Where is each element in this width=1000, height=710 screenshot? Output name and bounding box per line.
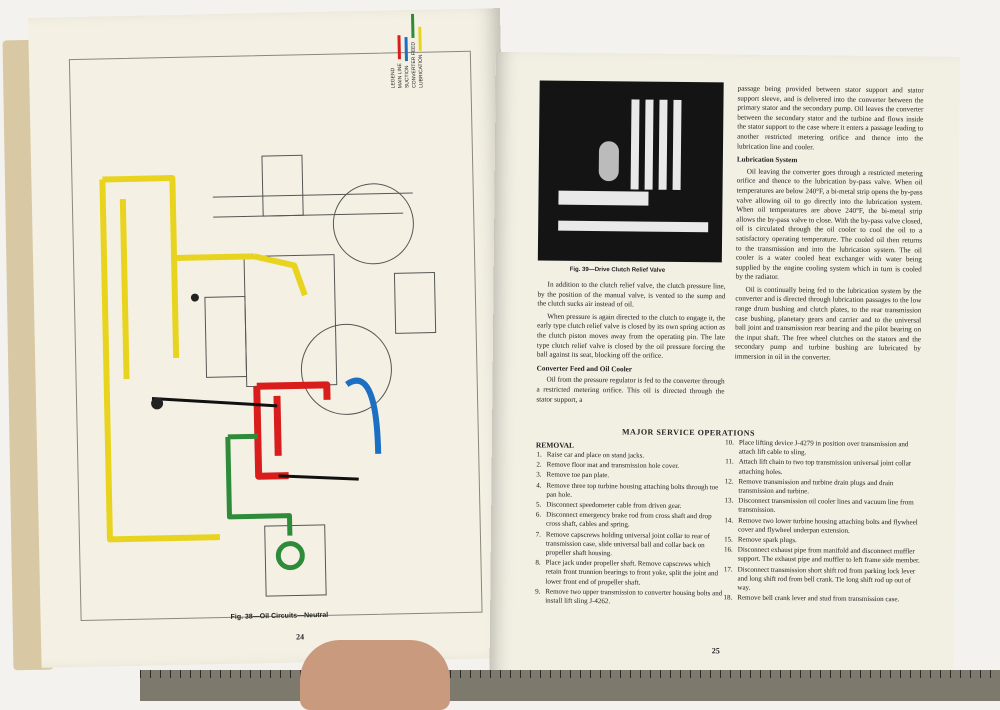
right-page: Fig. 39—Drive Clutch Relief Valve In add… [489, 52, 960, 689]
page-number: 25 [711, 646, 720, 656]
removal-heading: REMOVAL [535, 440, 575, 450]
oil-circuit-diagram [68, 50, 483, 622]
paragraph: In addition to the clutch relief valve, … [537, 280, 726, 309]
legend-label: SUCTION [403, 65, 411, 89]
page-number: 24 [295, 632, 305, 642]
ruler-ticks [140, 670, 1000, 678]
paragraph: Oil from the pressure regulator is fed t… [536, 375, 725, 404]
hand [300, 640, 450, 710]
photo-caption: Fig. 39—Drive Clutch Relief Valve [569, 266, 666, 274]
list-item: 8.Place jack under propeller shaft. Remo… [535, 558, 719, 587]
legend-label: LUBRICATION [417, 54, 425, 88]
list-item: 12.Remove transmission and turbine drain… [724, 477, 894, 496]
list-item: 14.Remove two lower turbine housing atta… [724, 516, 918, 535]
list-item: 4.Remove three top turbine housing attac… [536, 481, 719, 499]
photo-plate [630, 99, 640, 190]
list-item: 13.Disconnect transmission oil cooler li… [724, 496, 914, 515]
list-item: 18.Remove bell crank lever and stud from… [723, 593, 900, 604]
legend-label: CONVERTER FEED [410, 41, 418, 88]
list-item: 16.Disconnect exhaust pipe from manifold… [724, 545, 920, 565]
converter-heading: Converter Feed and Oil Cooler [536, 364, 633, 374]
oil-circuit-drawing [99, 154, 437, 597]
list-item: 11.Attach lift chain to two top transmis… [725, 457, 912, 476]
clutch-relief-valve-photo [537, 80, 724, 263]
photo-plate [644, 99, 654, 190]
photo-plate [672, 99, 682, 190]
paragraph: Oil leaving the converter goes through a… [735, 167, 923, 282]
list-item: 7.Remove capscrews holding universal joi… [535, 530, 711, 558]
paragraph: Oil is continually being fed to the lubr… [734, 285, 922, 362]
legend-swatch-yellow [418, 26, 422, 51]
text-column-right: passage being provided between stator su… [735, 85, 924, 368]
paragraph: When pressure is again directed to the c… [536, 312, 726, 360]
legend-swatch-green [410, 13, 415, 38]
left-page: LEGEND MAIN LINE SUCTION CONVERTER FEED … [28, 8, 514, 668]
paragraph: passage being provided between stator su… [736, 84, 924, 151]
list-item: 9.Remove two upper transmission to conve… [535, 587, 723, 606]
legend-item-lubrication: LUBRICATION [416, 14, 425, 88]
legend-swatch-blue [404, 37, 408, 62]
lubrication-heading: Lubrication System [736, 155, 798, 165]
list-item: 6.Disconnect emergency brake rod from cr… [535, 510, 712, 529]
photo-plate [558, 190, 649, 206]
legend-swatch-red [397, 35, 401, 60]
text-column-left: In addition to the clutch relief valve, … [536, 280, 725, 409]
photo-plate [558, 220, 709, 233]
ruler [140, 670, 1000, 701]
list-item: 10.Place lifting device J-4279 in positi… [725, 438, 909, 457]
diagram-legend: LEGEND MAIN LINE SUCTION CONVERTER FEED … [388, 13, 425, 89]
figure-caption: Fig. 38—Oil Circuits—Neutral [230, 611, 329, 621]
removal-steps-right: 10.Place lifting device J-4279 in positi… [718, 438, 922, 606]
photo-plate [658, 99, 668, 190]
legend-label: MAIN LINE [396, 63, 404, 89]
section-title: MAJOR SERVICE OPERATIONS [621, 427, 755, 438]
list-item: 17.Disconnect transmission short shift r… [723, 565, 916, 592]
removal-steps-left: 1.Raise car and place on stand jacks. 2.… [526, 450, 724, 608]
photo-valve [598, 141, 620, 182]
